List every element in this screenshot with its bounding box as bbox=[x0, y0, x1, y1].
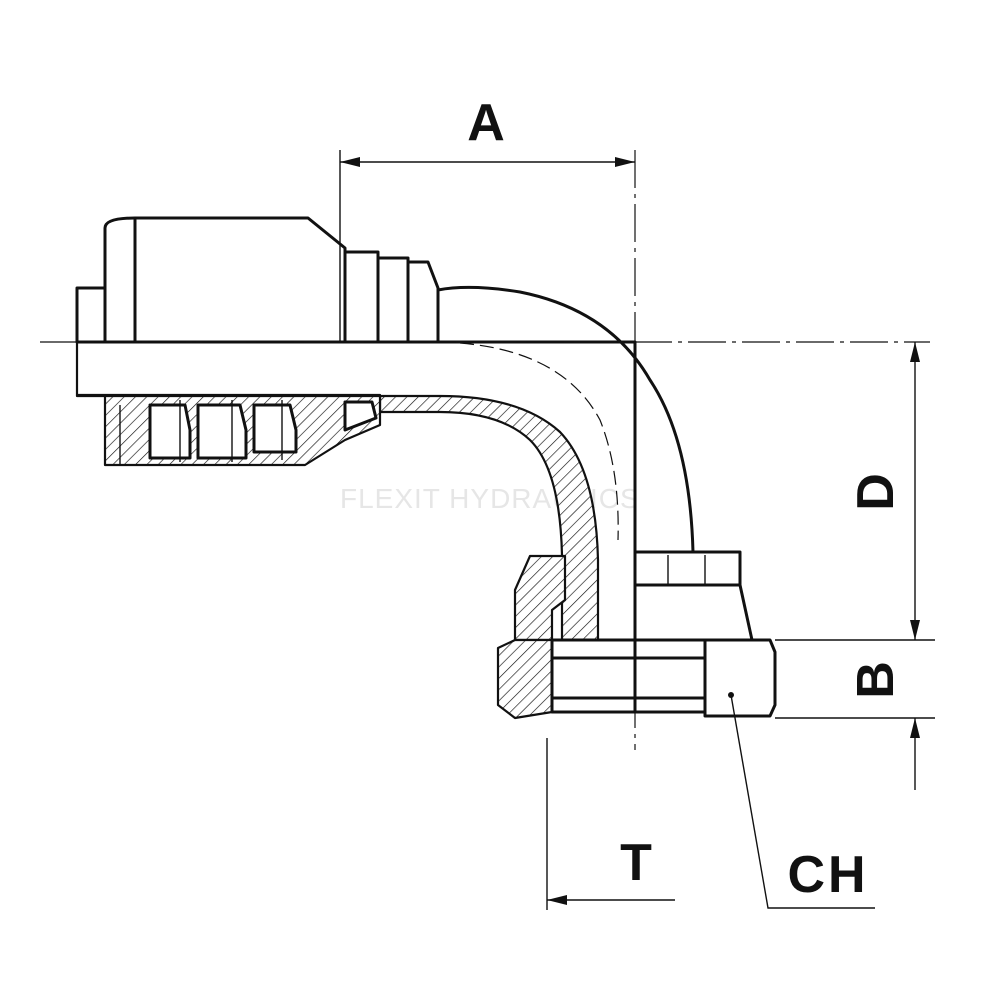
watermark: FLEXIT HYDRAULICS bbox=[340, 483, 640, 514]
dimension-ch-label: CH bbox=[787, 846, 868, 904]
swivel-nut bbox=[496, 550, 777, 720]
dimension-b-label: B bbox=[847, 661, 905, 699]
dimension-d-label: D bbox=[847, 473, 905, 511]
dimension-ch: CH bbox=[730, 694, 875, 909]
tail-collar bbox=[343, 250, 440, 344]
elbow-tube bbox=[436, 285, 695, 554]
dimension-t: T bbox=[546, 738, 675, 910]
dimension-a-label: A bbox=[467, 94, 505, 152]
tube-centerline bbox=[439, 341, 619, 541]
dimension-d: D bbox=[847, 342, 920, 640]
ferrule bbox=[75, 216, 347, 344]
dimension-t-label: T bbox=[620, 834, 652, 892]
dimension-a: A bbox=[339, 94, 635, 342]
dimension-b: B bbox=[775, 639, 935, 790]
section-view bbox=[75, 340, 600, 642]
